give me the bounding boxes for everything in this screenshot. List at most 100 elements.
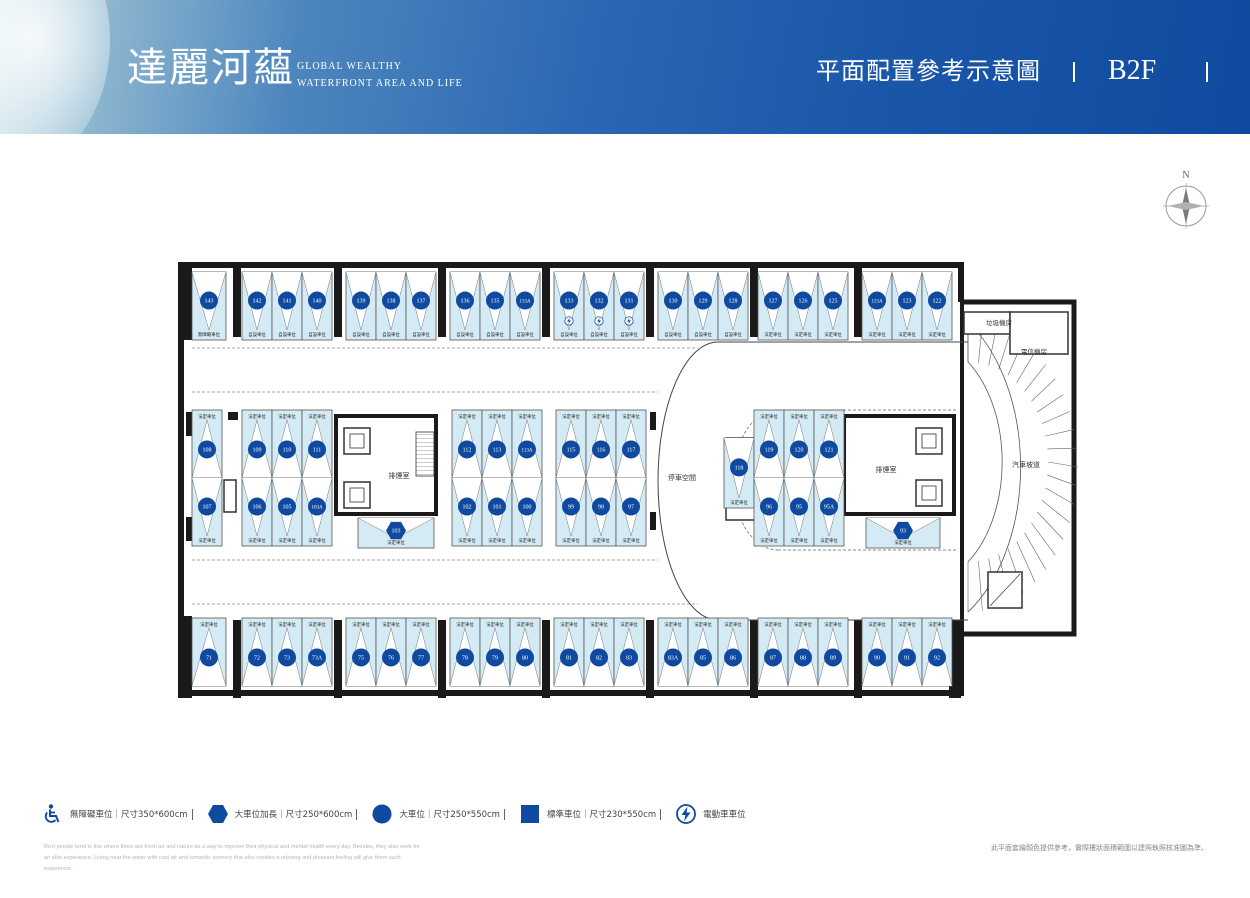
stall-type-label: 法定車位 — [488, 413, 506, 420]
stall-type-label: 法定車位 — [562, 537, 580, 544]
stall-marker — [488, 440, 506, 459]
stall-marker — [488, 497, 506, 516]
stall-marker — [760, 497, 778, 516]
stall-type-label: 法定車位 — [200, 621, 218, 628]
stall-type-label: 法定車位 — [622, 413, 640, 420]
stall-marker — [308, 291, 326, 310]
stall-number: 117 — [627, 447, 636, 453]
outer-walls — [178, 262, 1077, 698]
stall-marker — [764, 648, 782, 667]
stall-number: 101 — [493, 505, 502, 511]
stall-marker — [620, 648, 638, 667]
stall-number: 109 — [253, 447, 262, 453]
legend-large: 大車位｜尺寸250*550cm — [371, 803, 513, 825]
stall-number: 128 — [729, 299, 738, 305]
stall-marker — [820, 440, 838, 459]
legend-ev-label: 電動車車位 — [703, 810, 746, 820]
stall-type-label: 自設車位 — [278, 331, 296, 338]
stall-number: 116 — [597, 447, 606, 453]
stall-marker — [458, 497, 476, 516]
stall-type-label: 法定車位 — [248, 621, 266, 628]
stall-marker — [562, 497, 580, 516]
stall-type-label: 法定車位 — [592, 413, 610, 420]
page-title: 平面配置參考示意圖 — [816, 57, 1041, 85]
stall-type-label: 法定車位 — [518, 537, 536, 544]
stall-marker — [382, 648, 400, 667]
stall-number: 77 — [418, 655, 424, 661]
stall-marker — [456, 291, 474, 310]
stall-marker — [516, 291, 534, 310]
stall-number: 118 — [735, 465, 744, 471]
stall-type-label: 自設車位 — [664, 331, 682, 338]
stall-number: 97 — [628, 505, 634, 511]
stall-number: 122 — [933, 299, 942, 305]
lane-guides — [192, 347, 698, 605]
stall-number: 90 — [874, 655, 880, 661]
stall-marker — [664, 648, 682, 667]
circle-icon — [372, 804, 392, 824]
stall-marker — [560, 291, 578, 310]
stall-number: 138 — [387, 299, 396, 305]
stall-type-label: 法定車位 — [382, 621, 400, 628]
stall-type-label: 無障礙車位 — [198, 331, 221, 338]
stall-marker — [794, 291, 812, 310]
brand-tagline: GLOBAL WEALTHY WATERFRONT AREA AND LIFE — [297, 58, 463, 92]
stall-marker — [794, 648, 812, 667]
compass-icon: N — [1163, 170, 1209, 229]
stall-type-label: 法定車位 — [794, 331, 812, 338]
stall-marker — [248, 440, 266, 459]
title-separator — [1073, 62, 1075, 82]
parking-stall: 137 自設車位 — [405, 271, 437, 341]
stall-type-label: 法定車位 — [724, 621, 742, 628]
stall-marker — [278, 648, 296, 667]
legend-accessible: 無障礙車位｜尺寸350*600cm — [42, 803, 201, 825]
stall-type-label: 法定車位 — [894, 539, 912, 546]
stall-type-label: 法定車位 — [518, 413, 536, 420]
stall-marker — [592, 440, 610, 459]
legend-accessible-label: 無障礙車位｜尺寸350*600cm — [70, 810, 188, 820]
stall-number: 83 — [626, 655, 632, 661]
stall-marker — [518, 497, 536, 516]
stall-type-label: 自設車位 — [560, 331, 578, 338]
stall-number: 80 — [522, 655, 528, 661]
stall-marker — [248, 648, 266, 667]
stall-type-label: 自設車位 — [248, 331, 266, 338]
stall-marker — [518, 440, 536, 459]
stall-marker — [278, 497, 296, 516]
stall-type-label: 法定車位 — [486, 621, 504, 628]
stall-type-label: 法定車位 — [868, 331, 886, 338]
stall-marker — [928, 291, 946, 310]
stall-number: 137 — [417, 299, 426, 305]
stall-number: 81 — [566, 655, 572, 661]
hexagon-icon — [207, 805, 228, 823]
legend-large-extended: 大車位加長｜尺寸250*600cm — [207, 803, 366, 825]
stall-marker — [562, 440, 580, 459]
legend-divider — [503, 808, 505, 820]
stall-type-label: 法定車位 — [456, 621, 474, 628]
decorative-swirl — [0, 0, 110, 134]
stall-marker — [486, 291, 504, 310]
stall-number: 98 — [598, 505, 604, 511]
stall-type-label: 自設車位 — [412, 331, 430, 338]
stall-number: 86 — [730, 655, 736, 661]
stall-number: 83A — [668, 655, 679, 661]
